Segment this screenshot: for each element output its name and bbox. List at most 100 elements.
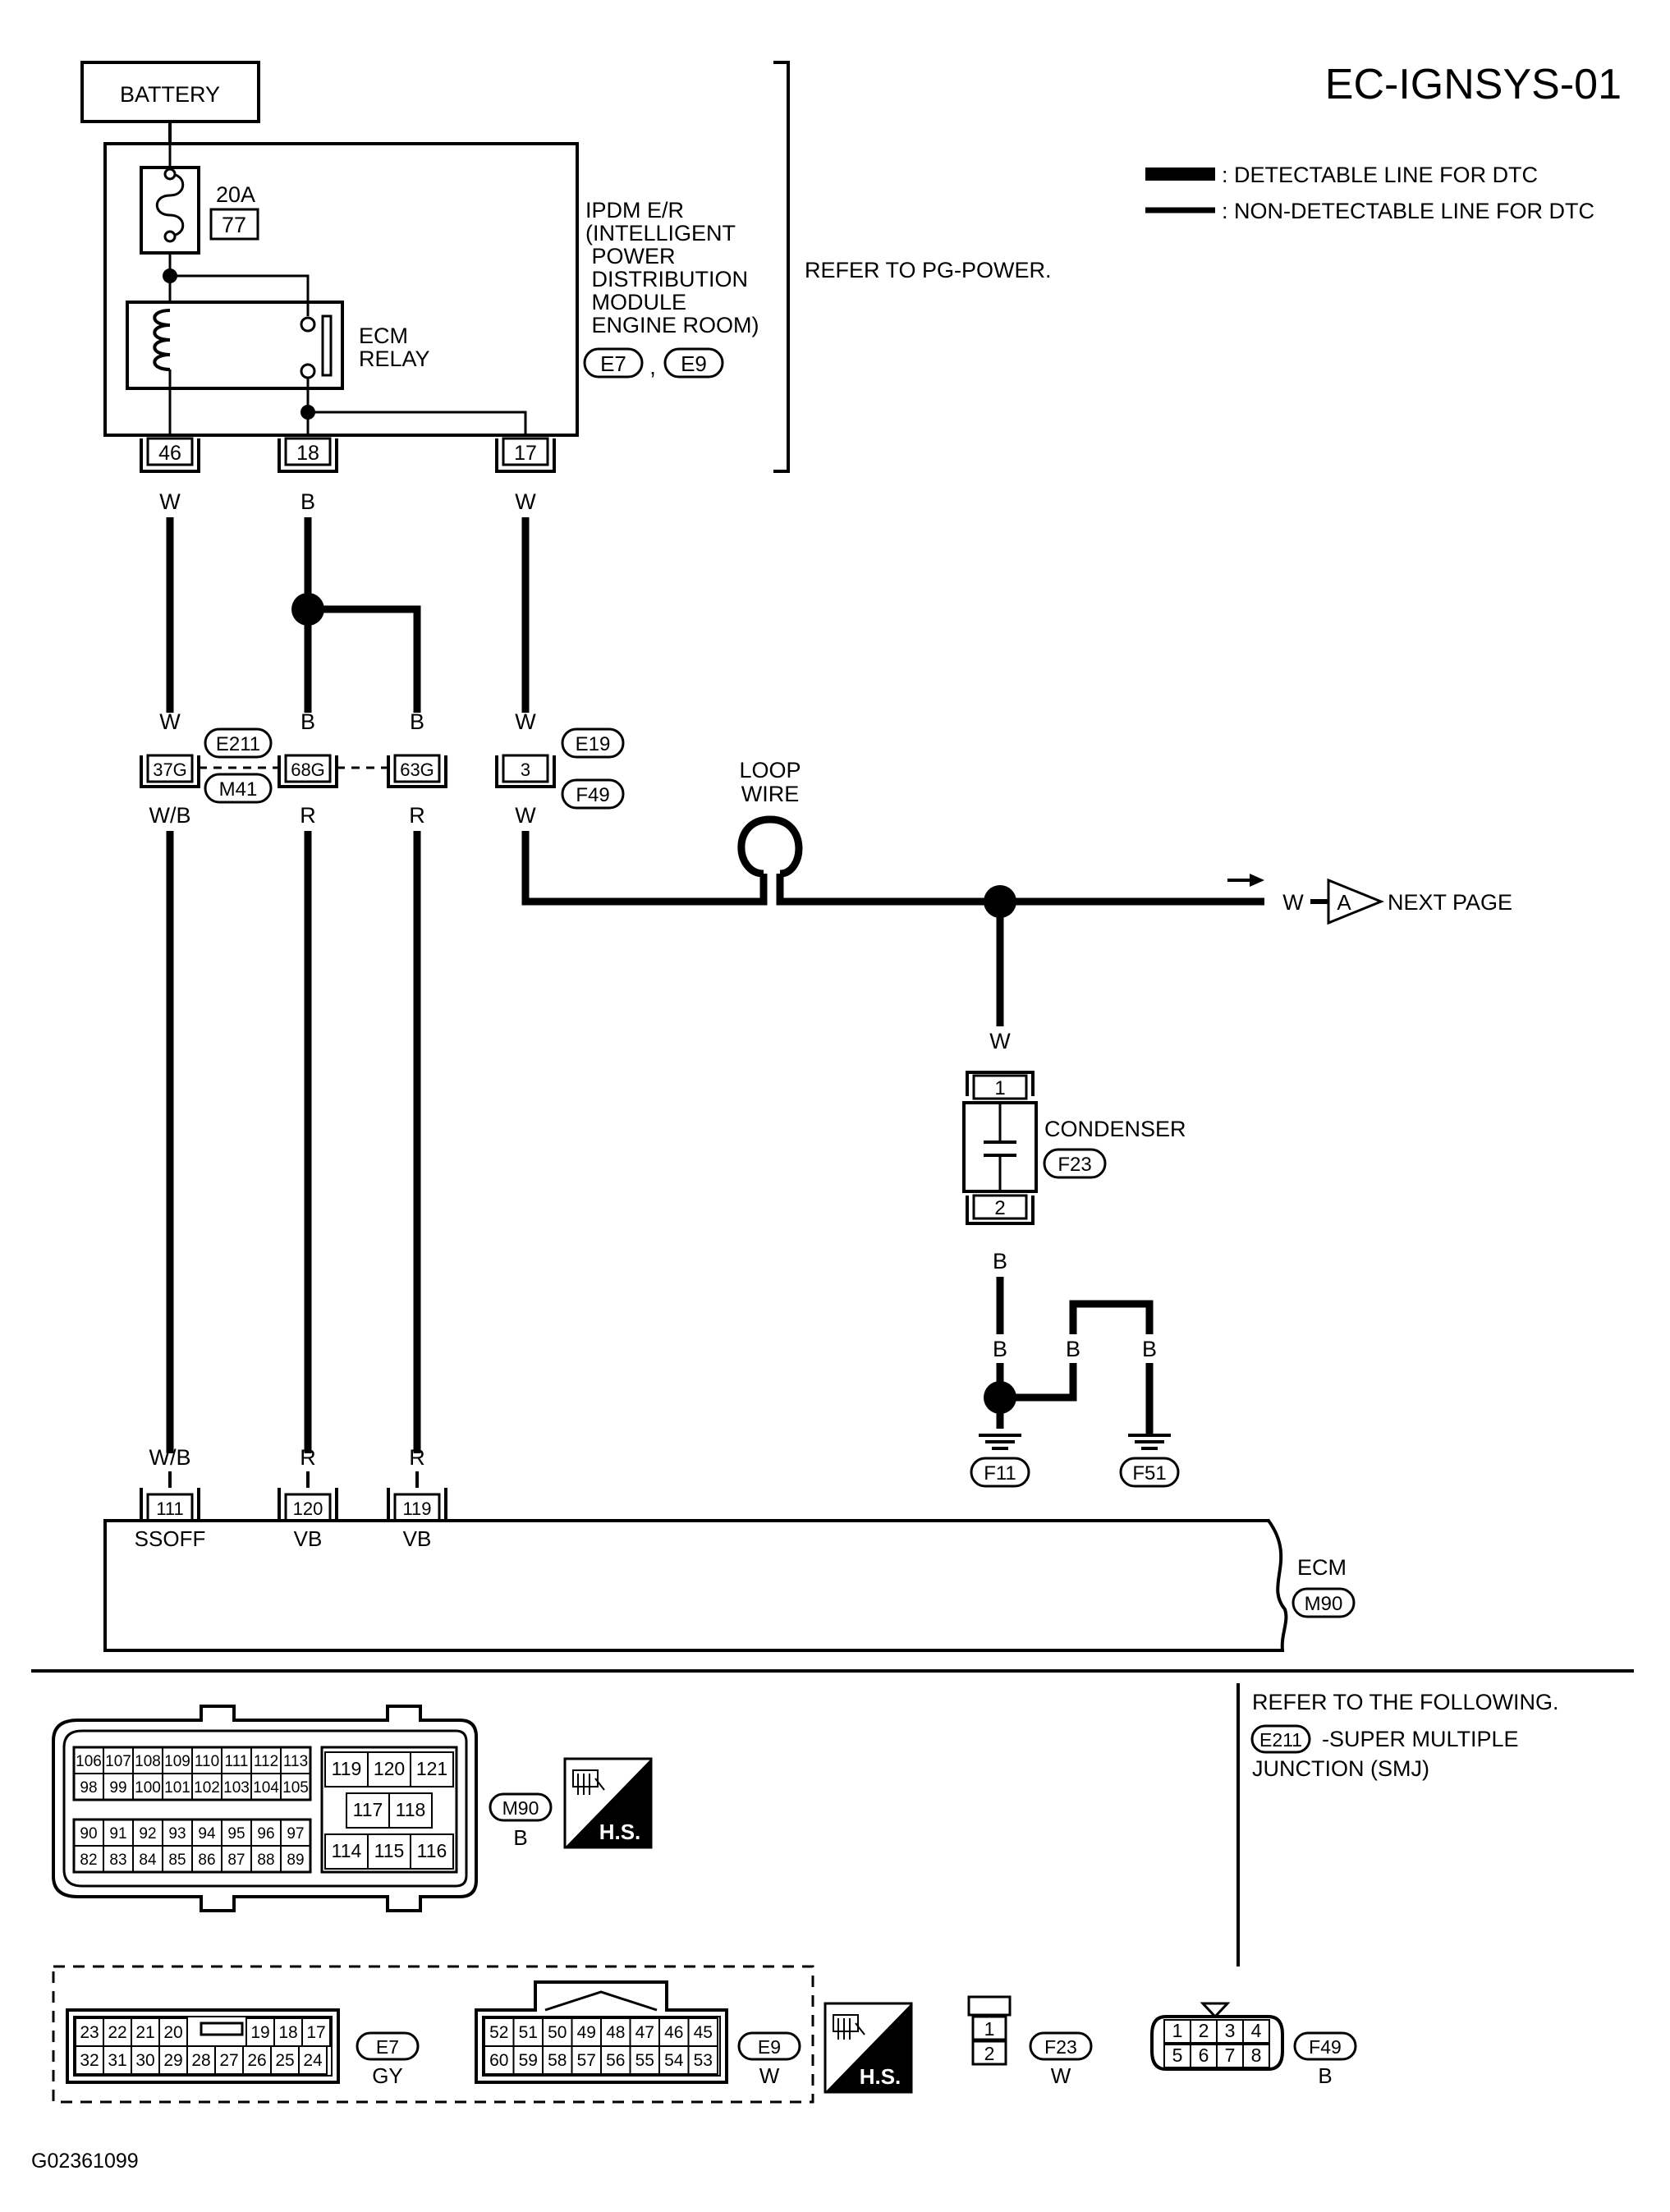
wire-w-to-loop bbox=[521, 831, 768, 906]
ipdm-terminal-46-label: 46 bbox=[158, 442, 181, 465]
ipdm-label-2: (INTELLIGENT bbox=[585, 221, 736, 246]
e9-id-badge bbox=[737, 2031, 801, 2061]
e7-id: E7 bbox=[376, 2036, 399, 2058]
m90-pin-label: 109 bbox=[164, 1753, 190, 1770]
e9-pin-label: 57 bbox=[577, 2051, 596, 2070]
loop-wire-label-2: WIRE bbox=[741, 782, 800, 806]
wire-color-68g-bottom: R bbox=[300, 803, 316, 828]
e7-pin-label: 23 bbox=[80, 2023, 99, 2042]
direction-arrow-icon bbox=[1250, 874, 1264, 887]
badge-e19-label: E19 bbox=[576, 733, 611, 755]
m90-pin-label: 101 bbox=[164, 1779, 190, 1797]
badge-f11-label: F11 bbox=[984, 1462, 1016, 1485]
figure-id: G02361099 bbox=[31, 2150, 139, 2173]
ecm-terminal-111-name: SSOFF bbox=[135, 1526, 206, 1551]
e7-pin-label: 17 bbox=[306, 2023, 325, 2042]
ipdm-bracket bbox=[773, 61, 790, 473]
m90-pin-cell bbox=[280, 1845, 311, 1873]
m90-pin-label: 93 bbox=[168, 1825, 186, 1843]
condenser-pin2: 2 bbox=[994, 1197, 1005, 1219]
ipdm-label-5: MODULE bbox=[585, 290, 686, 314]
m90-pin-label: 98 bbox=[80, 1779, 97, 1797]
m90-pin-label: 99 bbox=[109, 1779, 126, 1797]
m90-pin-label: 83 bbox=[109, 1852, 126, 1869]
fuse-element-icon bbox=[155, 172, 185, 237]
ipdm-conn-e7-badge bbox=[583, 347, 644, 379]
e7-pin-cell bbox=[298, 2045, 328, 2075]
badge-f23-label: F23 bbox=[1058, 1154, 1091, 1176]
ecm-terminal-120-name: VB bbox=[294, 1526, 323, 1551]
ipdm-label-4: DISTRIBUTION bbox=[585, 267, 748, 291]
ipdm-conn-e9: E9 bbox=[681, 351, 707, 376]
e7-pin-label: 24 bbox=[303, 2051, 323, 2070]
m90-pin-label: 91 bbox=[109, 1825, 126, 1843]
e7-pin-label: 28 bbox=[191, 2051, 210, 2070]
badge-f49-label: F49 bbox=[576, 784, 609, 806]
fuse-number: 77 bbox=[222, 213, 246, 237]
badge-m90 bbox=[1291, 1587, 1356, 1618]
m90-pin-cell bbox=[280, 1773, 311, 1801]
f23-pin-2: 2 bbox=[984, 2043, 995, 2064]
f23-pin-1: 1 bbox=[984, 2018, 995, 2040]
badge-f51-label: F51 bbox=[1132, 1462, 1166, 1485]
wire-color-63g-bottom: R bbox=[409, 803, 425, 828]
m90-pin-label: 105 bbox=[282, 1779, 309, 1797]
m90-pin-label: 88 bbox=[257, 1852, 274, 1869]
wire-18-branch bbox=[308, 605, 421, 713]
relay-contact-feed bbox=[170, 274, 310, 316]
ecm-box bbox=[103, 1519, 1288, 1652]
f49-pin-label: 5 bbox=[1172, 2044, 1183, 2066]
relay-label-1: ECM bbox=[359, 324, 408, 348]
f23-color: W bbox=[1051, 2063, 1071, 2088]
joint-connector-3: 3 bbox=[495, 754, 556, 788]
e9-pin-label: 58 bbox=[548, 2051, 567, 2070]
e9-pin-label: 53 bbox=[694, 2051, 713, 2070]
condenser-wire-color-top: W bbox=[989, 1029, 1011, 1053]
wire-color-3-top: W bbox=[515, 709, 536, 734]
ecm-terminal-111-num: 111 bbox=[156, 1498, 183, 1519]
relay-contact-top bbox=[300, 316, 316, 333]
ground-f11-icon bbox=[979, 1434, 1021, 1450]
badge-m90-label: M90 bbox=[1305, 1593, 1343, 1615]
joint-connector-37g: 37G bbox=[140, 754, 200, 788]
next-page-ref: A bbox=[1337, 890, 1351, 915]
badge-f49 bbox=[561, 778, 625, 810]
loop-wire-label-1: LOOP bbox=[739, 758, 801, 782]
wire-color-37g-top: W bbox=[159, 709, 181, 734]
f23-id-badge bbox=[1029, 2031, 1093, 2061]
ipdm-terminal-18: 18 bbox=[278, 437, 338, 473]
m90-pin-label: 110 bbox=[195, 1753, 219, 1770]
f49-pin-label: 6 bbox=[1199, 2044, 1209, 2066]
m90-pin-label: 90 bbox=[80, 1825, 97, 1843]
refer-following-desc-2: JUNCTION (SMJ) bbox=[1252, 1756, 1429, 1781]
e9-pin-label: 56 bbox=[606, 2051, 625, 2070]
e9-pin-label: 59 bbox=[519, 2051, 538, 2070]
fuse-term-top bbox=[163, 168, 177, 181]
ipdm-label-1: IPDM E/R bbox=[585, 198, 684, 223]
hs-badge-1: H.S. bbox=[563, 1757, 653, 1849]
wire-color-37g-bottom: W/B bbox=[149, 803, 191, 828]
ipdm-conn-sep: , bbox=[649, 354, 656, 379]
m90-color: B bbox=[513, 1825, 527, 1850]
ipdm-terminal-17: 17 bbox=[495, 437, 556, 473]
m90-pin-label: 84 bbox=[139, 1852, 157, 1869]
f49-id: F49 bbox=[1309, 2036, 1342, 2058]
condenser-pin2-housing bbox=[966, 1195, 1035, 1225]
badge-f23 bbox=[1043, 1148, 1107, 1179]
ground-wire-color-1: B bbox=[993, 1337, 1007, 1361]
hs-badge-2: H.S. bbox=[824, 2002, 913, 2094]
e7-pin-label: 27 bbox=[219, 2051, 238, 2070]
condenser-pin1-housing bbox=[966, 1071, 1035, 1096]
e7-pin-label: 26 bbox=[247, 2051, 266, 2070]
m90-pin-cell bbox=[388, 1792, 433, 1829]
condenser-pin2-box bbox=[972, 1194, 1028, 1220]
ecm-wire-color-111: W/B bbox=[149, 1445, 191, 1470]
badge-e19 bbox=[561, 727, 625, 759]
refer-following-title: REFER TO THE FOLLOWING. bbox=[1252, 1690, 1559, 1714]
m90-id-badge bbox=[489, 1792, 553, 1822]
badge-f11 bbox=[970, 1457, 1030, 1488]
